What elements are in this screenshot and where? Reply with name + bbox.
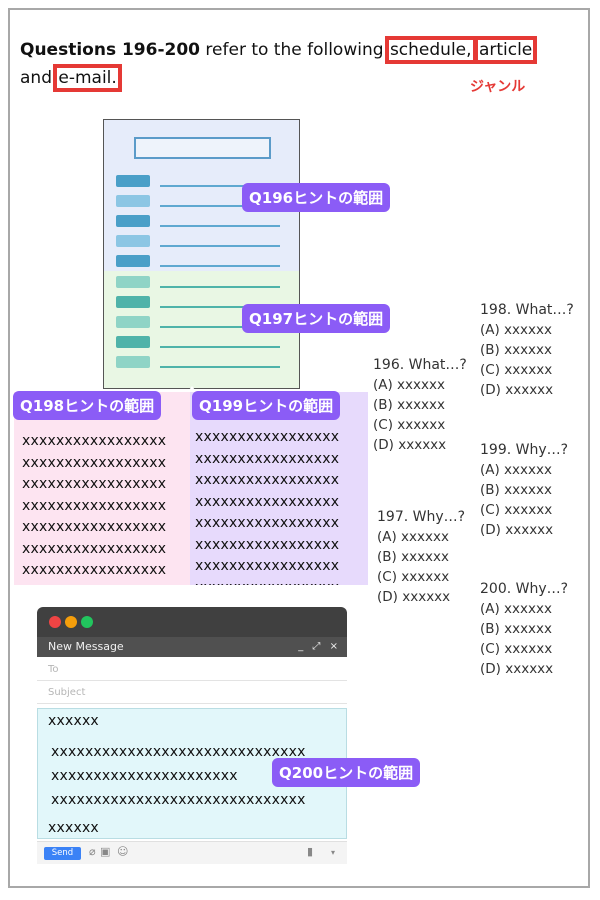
- hint-tag-q197: Q197ヒントの範囲: [242, 304, 391, 333]
- doc-schedule-label: schedule,: [384, 36, 477, 64]
- subject-field[interactable]: Subject: [37, 681, 347, 704]
- schedule-document: [103, 119, 300, 389]
- schedule-pointer: [186, 386, 198, 394]
- answer-option: (B) xxxxxx: [480, 621, 553, 637]
- email-body[interactable]: xxxxxx xxxxxxxxxxxxxxxxxxxxxxxxxxxxxx xx…: [37, 708, 347, 839]
- answer-option: (B) xxxxxx: [377, 549, 450, 565]
- hint-tag-q200: Q200ヒントの範囲: [272, 758, 421, 787]
- send-button[interactable]: Send: [44, 847, 81, 860]
- article-line: xxxxxxxxxxxxxxxxx: [195, 578, 339, 586]
- camera-icon[interactable]: ▣: [100, 845, 111, 858]
- to-placeholder: To: [48, 664, 59, 675]
- question-198: 198. What…? (A) xxxxxx (B) xxxxxx (C) xxxxx…: [480, 300, 574, 400]
- article-line: xxxxxxxxxxxxxxxxx: [195, 515, 340, 531]
- subject-placeholder: Subject: [48, 687, 86, 698]
- article-line: xxxxxxxxxxxxxxxxx: [22, 454, 167, 471]
- email-body-line: xxxxxxxxxxxxxxxxxxxxxxxxxxxxxx: [51, 744, 306, 760]
- question-title: 199. Why…?: [480, 442, 569, 458]
- answer-option: (D) xxxxxx: [480, 661, 554, 677]
- email-greeting: xxxxxx: [48, 713, 99, 729]
- answer-option: (B) xxxxxx: [373, 397, 446, 413]
- question-199: 199. Why…? (A) xxxxxx (B) xxxxxx (C) xxxxxx…: [480, 440, 568, 540]
- email-window: New Message _ ⤢ × To Subject xxxxxx xxxx…: [37, 607, 347, 865]
- email-body-line: xxxxxxxxxxxxxxxxxxxxxx: [51, 768, 238, 784]
- article-line: xxxxxxxxxxxxxxxxx: [195, 450, 340, 467]
- doc-article-label: article: [473, 36, 538, 64]
- article-line: xxxxxxxxxxxxxxxxx: [195, 472, 340, 488]
- intro-text: Questions 196-200 refer to the following…: [20, 36, 580, 92]
- to-field[interactable]: To: [37, 658, 347, 681]
- genre-label: ジャンル: [470, 79, 526, 95]
- answer-option: (C) xxxxxx: [480, 502, 553, 518]
- trash-icon[interactable]: ▮: [307, 845, 314, 858]
- answer-option: (A) xxxxxx: [480, 601, 552, 617]
- question-title: 196. What…?: [373, 357, 467, 373]
- email-titlebar: [37, 607, 347, 637]
- hint-tag-q198: Q198ヒントの範囲: [13, 391, 162, 420]
- doc-email-label: e-mail.: [53, 64, 122, 92]
- question-197: 197. Why…? (A) xxxxxx (B) xxxxxx (C) xxxxxx…: [377, 507, 465, 607]
- article-line: xxxxxxxxxxxxxxxxx: [22, 540, 167, 557]
- schedule-title-box: [134, 137, 271, 159]
- article-line: xxxxxxxxxxxxxxxxx: [22, 562, 167, 578]
- answer-option: (A) xxxxxx: [373, 377, 445, 393]
- article-line: xxxxxxxxxxxxxxxxx: [22, 497, 167, 514]
- answer-option: (D) xxxxxx: [373, 437, 447, 453]
- hint-tag-q199: Q199ヒントの範囲: [192, 391, 341, 420]
- attach-icon[interactable]: ⌀: [89, 845, 96, 858]
- answer-option: (C) xxxxxx: [373, 417, 446, 433]
- answer-option: (C) xxxxxx: [377, 569, 450, 585]
- question-title: 200. Why…?: [480, 581, 569, 597]
- answer-option: (A) xxxxxx: [480, 322, 552, 338]
- more-icon[interactable]: ▾: [331, 848, 336, 857]
- question-title: 198. What…?: [480, 302, 574, 318]
- emoji-icon[interactable]: ☺: [117, 845, 129, 858]
- answer-option: (D) xxxxxx: [480, 382, 554, 398]
- article-line: xxxxxxxxxxxxxxxxx: [22, 582, 166, 586]
- answer-option: (B) xxxxxx: [480, 482, 553, 498]
- answer-option: (C) xxxxxx: [480, 362, 553, 378]
- email-header: New Message _ ⤢ ×: [37, 637, 347, 657]
- hint-tag-q196: Q196ヒントの範囲: [242, 183, 391, 212]
- article-left-column: xxxxxxxxxxxxxxxxx xxxxxxxxxxxxxxxxx xxxxxx…: [14, 392, 190, 585]
- intro-lead: refer to the following: [200, 40, 389, 60]
- answer-option: (A) xxxxxx: [377, 529, 449, 545]
- email-footer: Send ⌀ ▣ ☺ ▮ ▾: [37, 841, 347, 864]
- window-controls-icon[interactable]: _ ⤢ ×: [298, 641, 341, 652]
- article-line: xxxxxxxxxxxxxxxxx: [195, 558, 340, 574]
- article-line: xxxxxxxxxxxxxxxxx: [195, 429, 340, 445]
- answer-option: (B) xxxxxx: [480, 342, 553, 358]
- question-200: 200. Why…? (A) xxxxxx (B) xxxxxx (C) xxxxxx…: [480, 579, 568, 679]
- email-window-title: New Message: [48, 640, 124, 653]
- intro-and: and: [20, 68, 58, 88]
- article-line: xxxxxxxxxxxxxxxxx: [22, 476, 167, 492]
- questions-range: Questions 196-200: [20, 40, 201, 60]
- maximize-dot-icon[interactable]: [81, 616, 93, 628]
- article-right-column: xxxxxxxxxxxxxxxxx xxxxxxxxxxxxxxxxx xxxxxx…: [190, 392, 368, 585]
- article-line: xxxxxxxxxxxxxxxxx: [22, 433, 167, 449]
- article-line: xxxxxxxxxxxxxxxxx: [195, 493, 340, 510]
- article-line: xxxxxxxxxxxxxxxxx: [22, 519, 167, 535]
- page-frame: [8, 8, 590, 888]
- close-dot-icon[interactable]: [49, 616, 61, 628]
- question-196: 196. What…? (A) xxxxxx (B) xxxxxx (C) xxxxx…: [373, 355, 467, 455]
- minimize-dot-icon[interactable]: [65, 616, 77, 628]
- email-closing: xxxxxx: [48, 820, 99, 836]
- question-title: 197. Why…?: [377, 509, 466, 525]
- article-line: xxxxxxxxxxxxxxxxx: [195, 536, 340, 553]
- answer-option: (D) xxxxxx: [480, 522, 554, 538]
- answer-option: (C) xxxxxx: [480, 641, 553, 657]
- email-body-line: xxxxxxxxxxxxxxxxxxxxxxxxxxxxxx: [51, 792, 306, 808]
- answer-option: (A) xxxxxx: [480, 462, 552, 478]
- answer-option: (D) xxxxxx: [377, 589, 451, 605]
